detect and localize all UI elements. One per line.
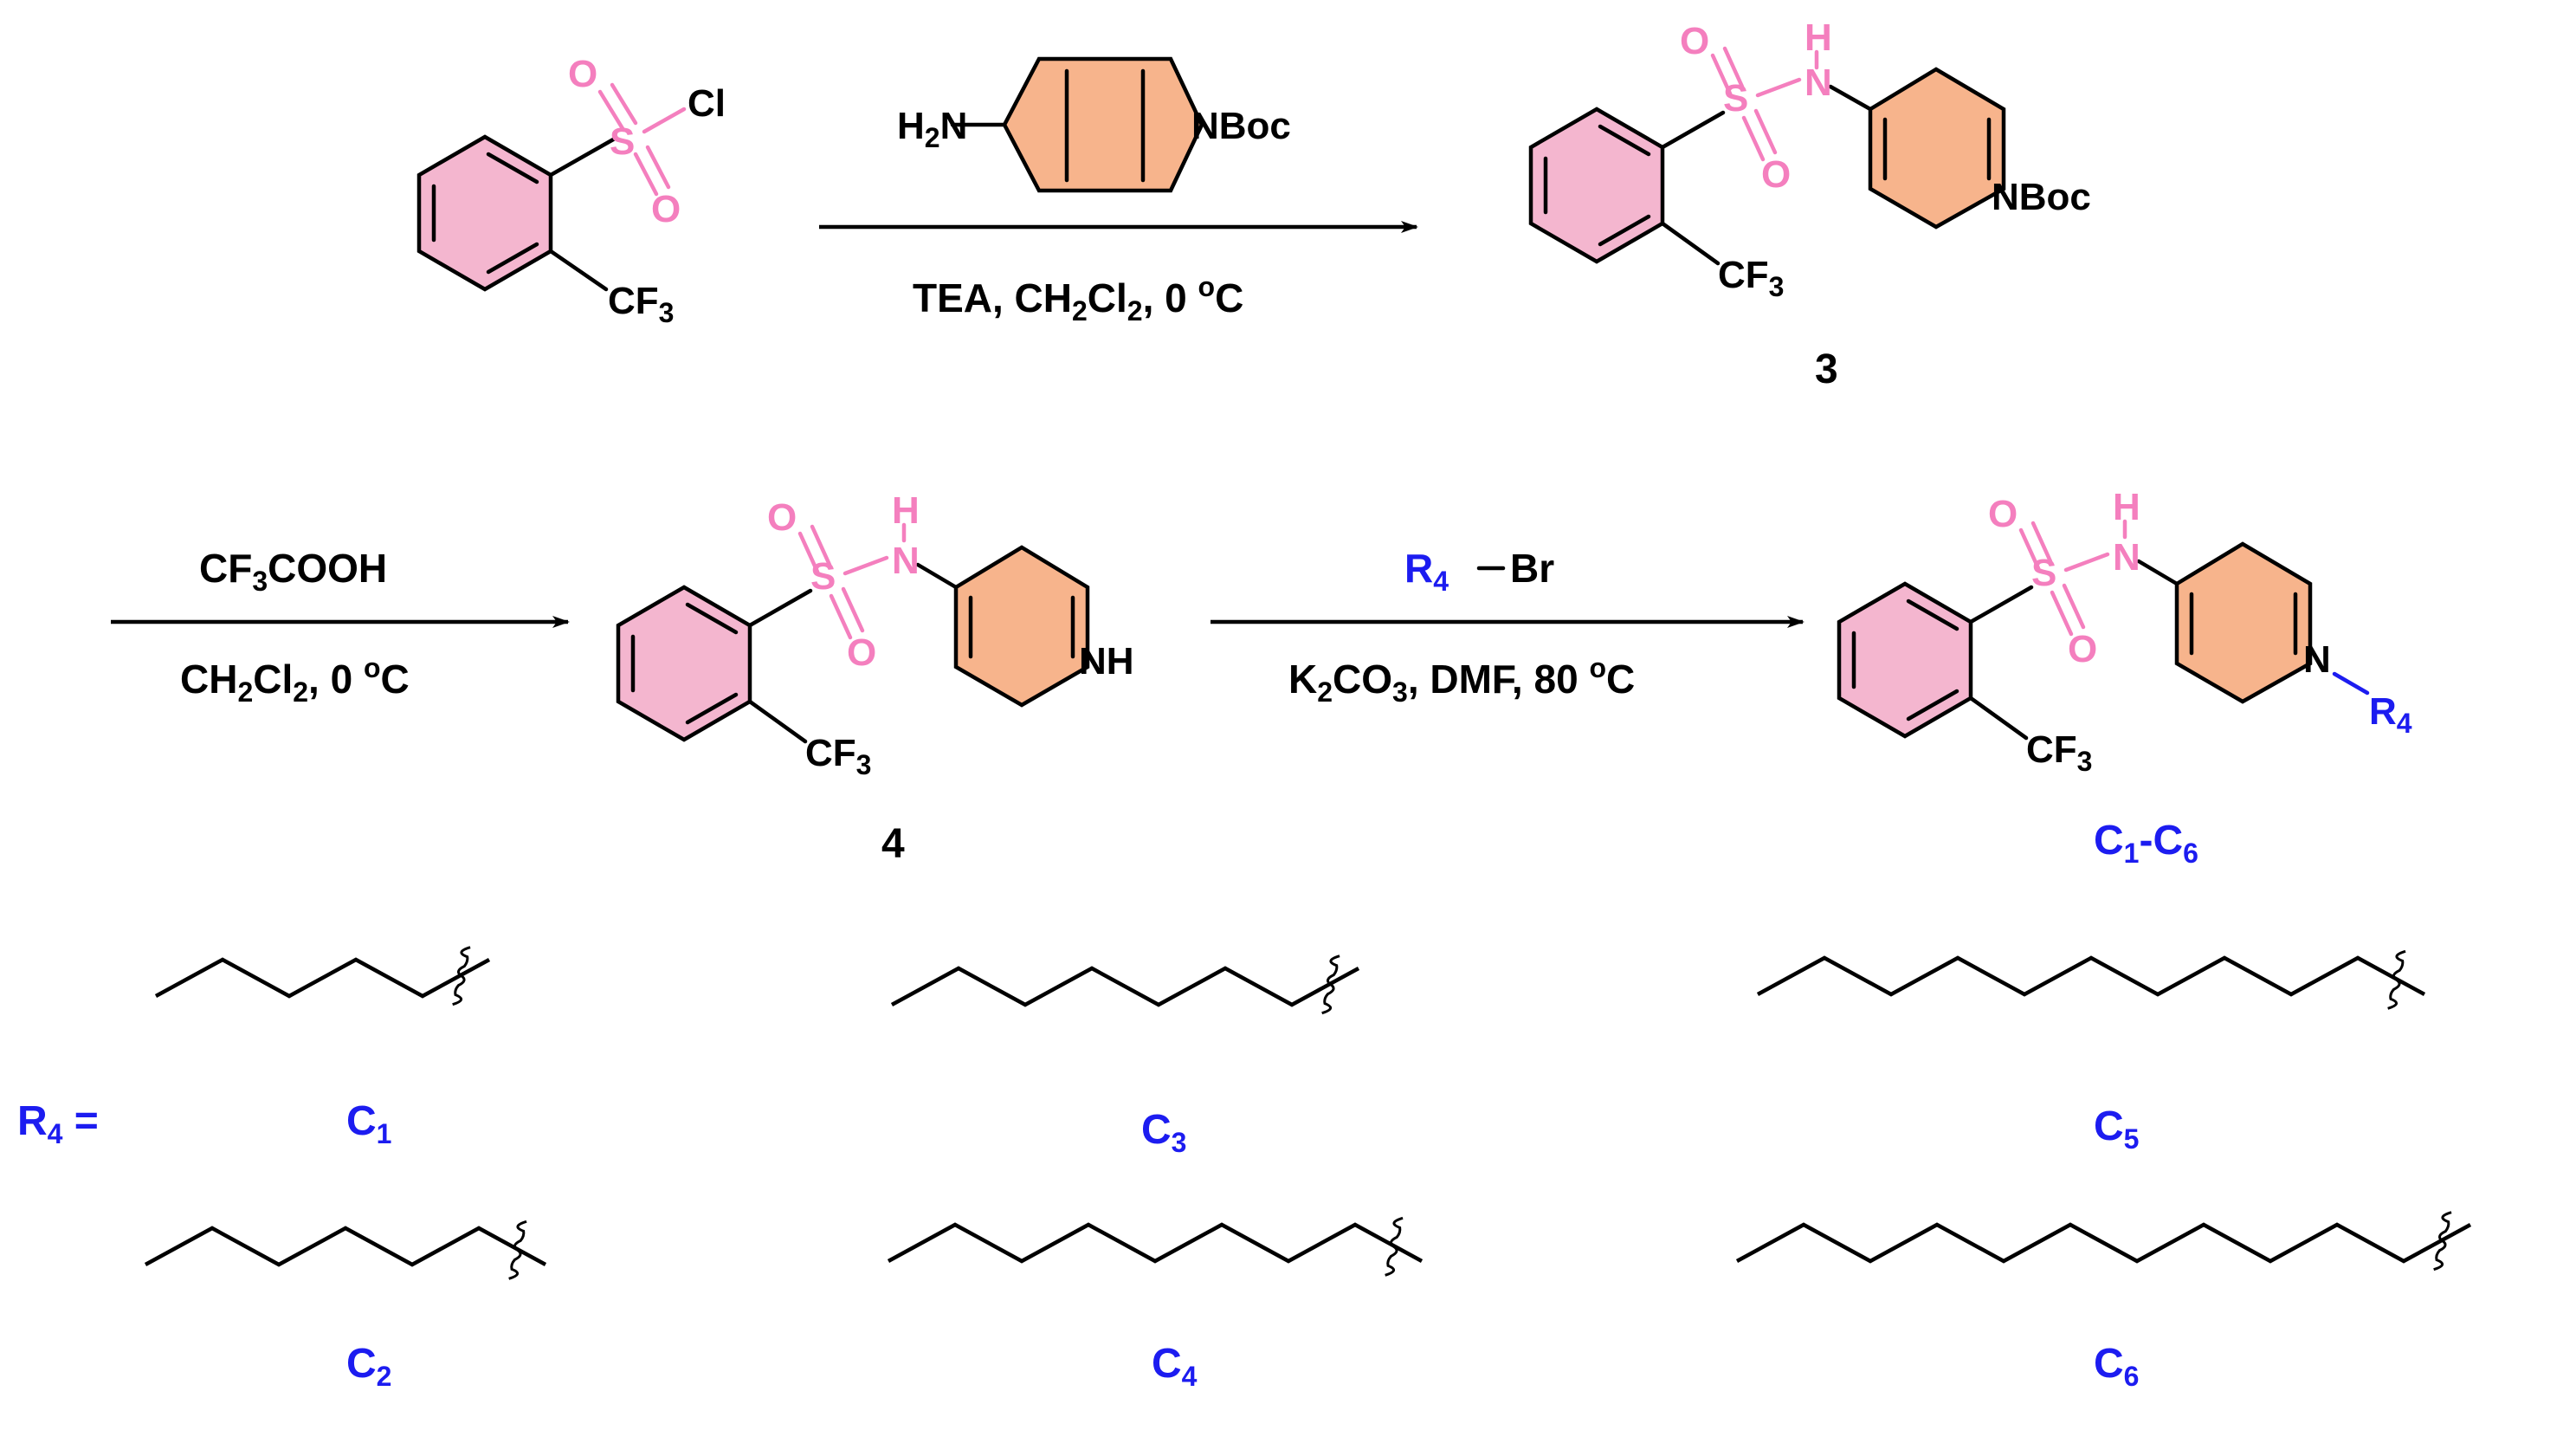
alkyl-chain-c4: C4 (887, 1216, 1424, 1392)
attachment-point-wavy-line (1321, 954, 1340, 1015)
attachment-point-wavy-line (2433, 1211, 2452, 1271)
nh-hydrogen: H (1804, 16, 1832, 59)
step3-conditions: K2CO3, DMF, 80 oC (1288, 652, 1635, 708)
alkyl-bromide-reagent: R4 Br (1404, 546, 1554, 597)
attachment-point-wavy-line (452, 946, 471, 1006)
step2-reagent: CF3COOH (199, 546, 387, 597)
chain-label-c4: C4 (1152, 1341, 1198, 1392)
alkyl-chain-c6: C6 (1735, 1211, 2472, 1392)
sulfonamide-nitrogen: N (1804, 61, 1832, 104)
alkyl-chain-bonds (890, 966, 1360, 1007)
attachment-point-wavy-line (1385, 1216, 1404, 1277)
piperidine-ring (1002, 56, 1204, 193)
sulfur-atom: S (610, 120, 635, 163)
oxygen-atom: O (1761, 153, 1791, 196)
r4-legend-prefix: R4 = (17, 1098, 99, 1149)
sulfonamide-nitrogen: N (2113, 536, 2140, 579)
amine-label: H2N (897, 105, 967, 153)
trifluoromethyl-label: CF3 (608, 280, 674, 328)
piperidine-ring (2174, 541, 2313, 704)
compound-label-4: 4 (881, 821, 905, 867)
product-structure: S O O H N N R4 CF3 (1837, 486, 2412, 777)
oxygen-atom: O (651, 188, 681, 230)
trifluoromethyl-label: CF3 (2026, 728, 2092, 777)
nboc-label: NBoc (1992, 176, 2091, 218)
attachment-point-wavy-line (508, 1220, 527, 1280)
alkyl-chain-c2: C2 (144, 1220, 547, 1392)
chain-label-c2: C2 (346, 1341, 391, 1392)
piperidine-nh-label: NH (1079, 640, 1134, 683)
piperidine-nitrogen: N (2303, 638, 2331, 681)
oxygen-atom: O (847, 631, 876, 674)
sulfur-atom: S (810, 555, 836, 598)
chain-label-c5: C5 (2094, 1103, 2139, 1155)
alkyl-chain-bonds (1756, 955, 2426, 997)
benzene-ring (1837, 581, 1973, 739)
piperidine-ring (953, 545, 1090, 708)
alkyl-chain-c5: C5 (1756, 949, 2426, 1155)
alkyl-chain-c1: C1 (154, 946, 491, 1149)
r4-group-label: R4 (1404, 546, 1449, 597)
r4-substituent-label: R4 (2369, 690, 2412, 739)
oxygen-atom: O (2068, 628, 2097, 670)
chain-label-c3: C3 (1141, 1107, 1186, 1158)
oxygen-atom: O (1988, 493, 2018, 535)
oxygen-atom: O (568, 53, 597, 95)
attachment-point-wavy-line (2387, 949, 2406, 1010)
trifluoromethyl-label: CF3 (805, 732, 871, 780)
alkyl-chain-bonds (1735, 1222, 2472, 1264)
benzene-ring (416, 134, 553, 292)
nboc-label: NBoc (1191, 105, 1291, 147)
benzene-ring (1528, 107, 1665, 264)
piperidine-ring (1868, 67, 2006, 230)
step2-conditions: CH2Cl2, 0 oC (180, 652, 410, 708)
chain-label-c1: C1 (346, 1098, 391, 1149)
sulfur-atom: S (1723, 77, 1748, 120)
nh-hydrogen: H (892, 489, 920, 532)
product-series-label: C1-C6 (2094, 818, 2198, 869)
alkyl-chain-c3: C3 (890, 954, 1360, 1158)
sulfonyl-chloride-structure: S O O Cl CF3 (416, 53, 726, 328)
alkyl-chain-bonds (144, 1226, 547, 1267)
chain-label-c6: C6 (2094, 1341, 2139, 1392)
alkyl-chain-bonds (887, 1222, 1424, 1264)
nh-hydrogen: H (2113, 486, 2140, 528)
compound-label-3: 3 (1815, 346, 1838, 392)
benzene-ring (616, 585, 752, 742)
oxygen-atom: O (1680, 20, 1709, 62)
sulfonamide-nitrogen: N (892, 540, 920, 582)
oxygen-atom: O (767, 496, 797, 539)
chlorine-atom: Cl (688, 82, 726, 125)
step1-conditions: TEA, CH2Cl2, 0 oC (913, 271, 1243, 327)
alkyl-chain-bonds (154, 957, 491, 999)
bromine-atom: Br (1510, 546, 1554, 591)
compound-3-structure: S O O H N NBoc CF3 (1528, 16, 2091, 302)
trifluoromethyl-label: CF3 (1718, 254, 1784, 302)
compound-4-structure: S O O H N NH CF3 (616, 489, 1134, 780)
sulfur-atom: S (2031, 552, 2056, 594)
boc-aminopiperidine-reagent: H2N NBoc (897, 56, 1291, 193)
